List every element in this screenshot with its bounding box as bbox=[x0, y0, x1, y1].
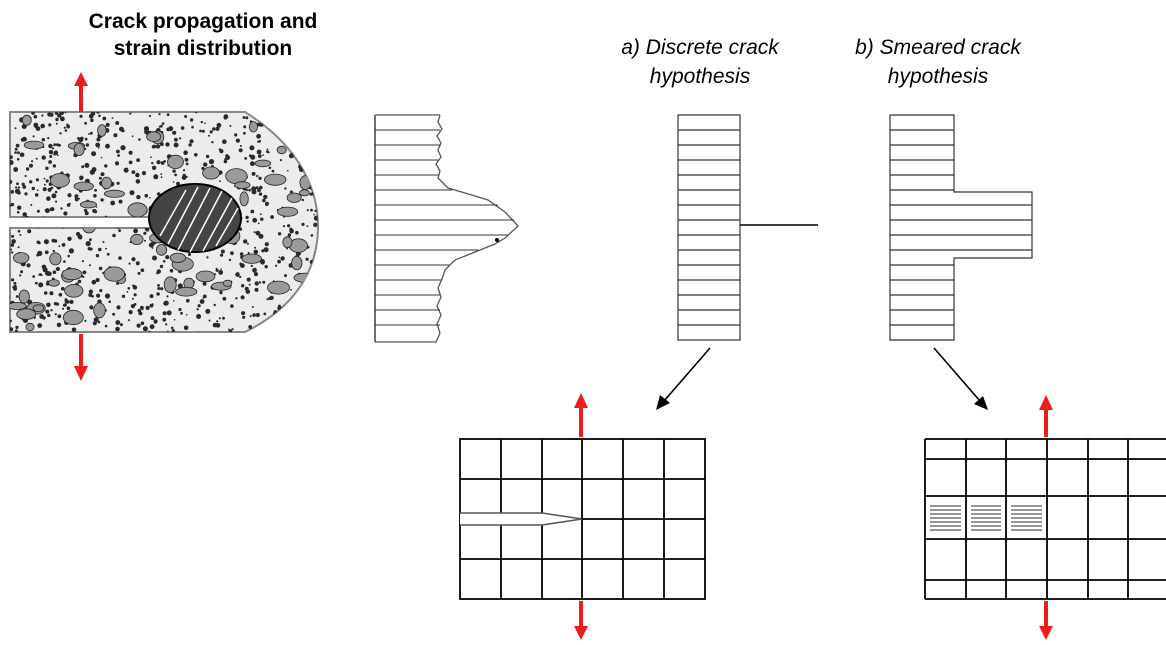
smeared-mesh-load-arrow-up bbox=[1039, 395, 1053, 437]
mesh-crack-notch bbox=[460, 512, 583, 526]
concrete-specimen bbox=[9, 111, 320, 333]
strain-distribution-profile bbox=[374, 114, 519, 343]
pointer-arrow-smeared bbox=[933, 347, 988, 410]
discrete-mesh-load-arrow-down bbox=[574, 601, 588, 640]
specimen-load-arrow-up bbox=[74, 72, 88, 112]
smeared-mesh-load-arrow-down bbox=[1039, 601, 1053, 640]
discrete-crack-label-line-1: a) Discrete crack bbox=[621, 36, 779, 59]
smeared-crack-profile bbox=[889, 114, 1033, 341]
smeared-crack-mesh bbox=[924, 438, 1166, 600]
discrete-crack-mesh bbox=[459, 438, 706, 600]
figure-title-line-2: strain distribution bbox=[113, 37, 293, 60]
smeared-crack-label-line-2: hypothesis bbox=[887, 65, 989, 88]
discrete-mesh-load-arrow-up bbox=[574, 393, 588, 437]
specimen-load-arrow-down bbox=[74, 334, 88, 381]
smeared-element-hatching bbox=[930, 505, 1042, 531]
discrete-crack-profile bbox=[677, 114, 818, 341]
smeared-crack-label-line-1: b) Smeared crack bbox=[855, 36, 1021, 59]
discrete-crack-label-line-2: hypothesis bbox=[649, 65, 751, 88]
pointer-arrow-discrete bbox=[656, 347, 711, 410]
figure-title-line-1: Crack propagation and bbox=[88, 10, 318, 33]
fracture-zone-hatching bbox=[159, 186, 239, 253]
